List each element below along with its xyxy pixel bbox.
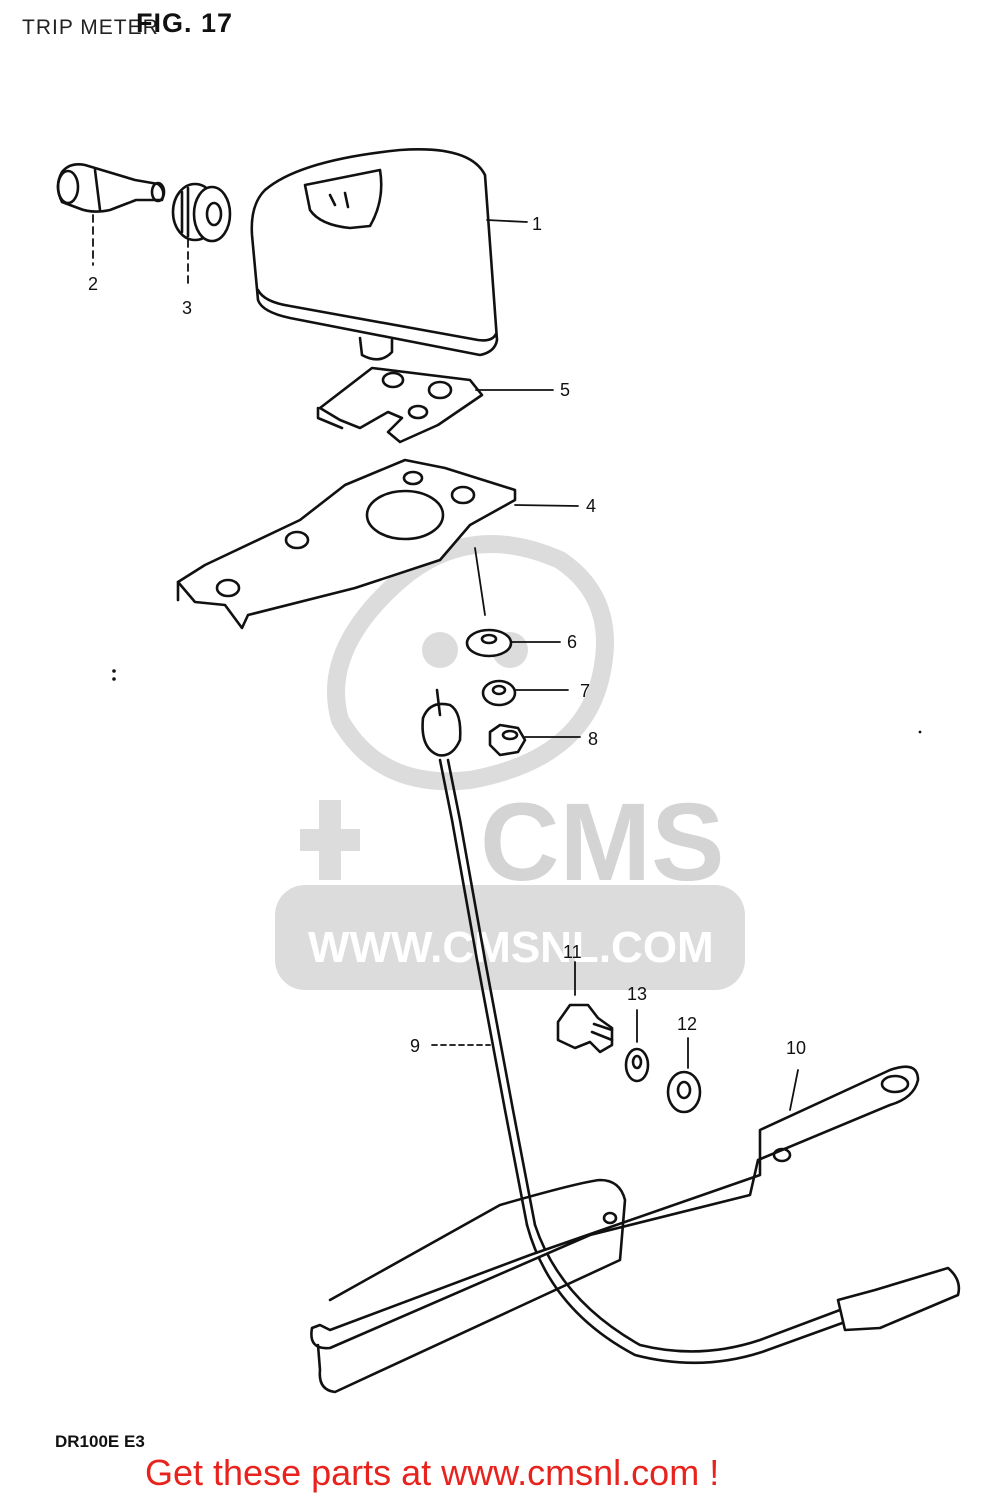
part-5-plate (316, 366, 484, 444)
watermark-mascot-eye (422, 632, 458, 668)
page-title: TRIP METER (22, 16, 159, 39)
part-3-grommet (171, 182, 232, 289)
part-12-washer (666, 1037, 702, 1114)
part-4-bracket (176, 458, 517, 630)
callout-3: 3 (182, 298, 192, 318)
part-13-spring-washer (624, 1009, 650, 1083)
cta-link[interactable]: Get these parts at www.cmsnl.com ! (145, 1452, 720, 1493)
watermark-url: WWW.CMSNL.COM (308, 923, 714, 972)
model-code: DR100E E3 (55, 1432, 145, 1451)
leader-lines (431, 219, 581, 1046)
part-7-spring-washer (481, 679, 517, 707)
callout-4: 4 (586, 496, 596, 516)
watermark-mascot-head (327, 535, 614, 791)
figure-label: FIG. 17 (136, 8, 234, 38)
callout-7: 7 (580, 681, 590, 701)
callout-11: 11 (563, 942, 582, 962)
callout-12: 12 (677, 1014, 697, 1034)
stray-marks (112, 669, 922, 734)
watermark-wrench-icon (300, 800, 360, 880)
part-6-washer (465, 628, 513, 658)
watermark-banner (275, 885, 745, 990)
callout-1: 1 (532, 214, 542, 234)
part-1-meter-housing (250, 148, 499, 361)
callout-5: 5 (560, 380, 570, 400)
part-2-plug (56, 163, 166, 266)
part-9-cable (421, 688, 961, 1365)
callout-13: 13 (627, 984, 647, 1004)
callout-2: 2 (88, 274, 98, 294)
watermark: CMS WWW.CMSNL.COM (275, 535, 745, 990)
leader-line-1 (486, 219, 528, 223)
watermark-brand: CMS (480, 781, 724, 904)
callout-8: 8 (588, 729, 598, 749)
part-8-nut (488, 723, 527, 757)
callouts: 1 2 3 4 5 6 7 8 9 10 11 12 13 (88, 214, 806, 1058)
part-10-stay (310, 1065, 920, 1394)
part-11-bolt (556, 961, 614, 1054)
callout-10: 10 (786, 1038, 806, 1058)
callout-6: 6 (567, 632, 577, 652)
leader-line-4 (514, 504, 579, 507)
callout-9: 9 (410, 1036, 420, 1056)
